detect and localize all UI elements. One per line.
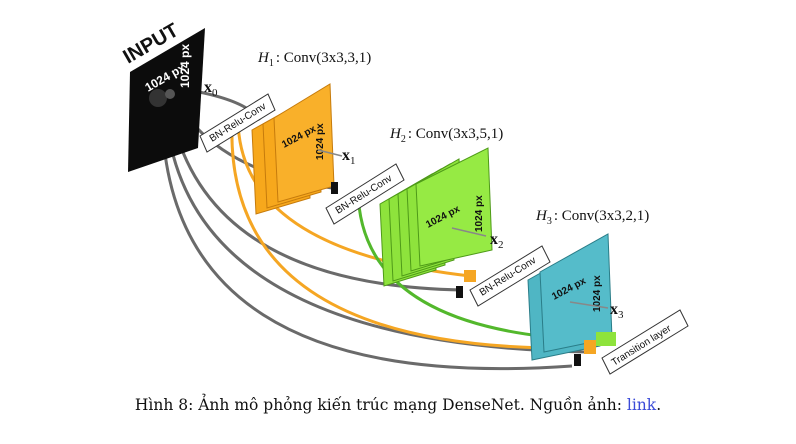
input-height-label: 1024 px bbox=[178, 44, 192, 88]
caption-end: . bbox=[656, 396, 662, 414]
connection-input-to-transition bbox=[160, 103, 573, 371]
h1-block: H1: Conv(3x3,3,1) 1024 px 1024 px x1 bbox=[251, 50, 371, 215]
x1-label: x1 bbox=[342, 147, 356, 167]
h2-block: H2: Conv(3x3,5,1) 1024 px 1024 px x2 bbox=[379, 126, 504, 287]
caption-text: Hình 8: Ảnh mô phỏng kiến trúc mạng Dens… bbox=[134, 396, 627, 414]
concat-marker-3 bbox=[574, 332, 616, 366]
input-image-texture bbox=[149, 89, 167, 107]
h3-output-line bbox=[569, 301, 609, 309]
h2-sheet bbox=[415, 147, 493, 267]
h2-height-label: 1024 px bbox=[474, 195, 485, 232]
x2-label: x2 bbox=[490, 231, 504, 251]
input-image-texture bbox=[165, 89, 175, 99]
x0-label: x0 bbox=[204, 79, 218, 99]
figure-caption: Hình 8: Ảnh mô phỏng kiến trúc mạng Dens… bbox=[0, 396, 796, 414]
h3-block: H3: Conv(3x3,2,1) 1024 px 1024 px x3 bbox=[527, 208, 649, 361]
source-link[interactable]: link bbox=[626, 396, 657, 414]
input-block: INPUT 1024 px 1024 px x0 bbox=[120, 19, 218, 172]
transition-layer-label: Transition layer bbox=[610, 323, 674, 369]
h3-height-label: 1024 px bbox=[592, 275, 603, 312]
concat-marker-1 bbox=[331, 182, 338, 194]
x3-label: x3 bbox=[610, 301, 624, 321]
h1-title: H1: Conv(3x3,3,1) bbox=[257, 50, 371, 69]
h2-title: H2: Conv(3x3,5,1) bbox=[389, 126, 503, 145]
h1-output-line bbox=[317, 149, 343, 157]
h1-height-label: 1024 px bbox=[315, 123, 326, 160]
h3-title: H3: Conv(3x3,2,1) bbox=[535, 208, 649, 227]
h2-output-line bbox=[451, 227, 487, 237]
concat-marker-2 bbox=[456, 270, 476, 298]
connection-h1-to-h3 bbox=[230, 123, 589, 350]
